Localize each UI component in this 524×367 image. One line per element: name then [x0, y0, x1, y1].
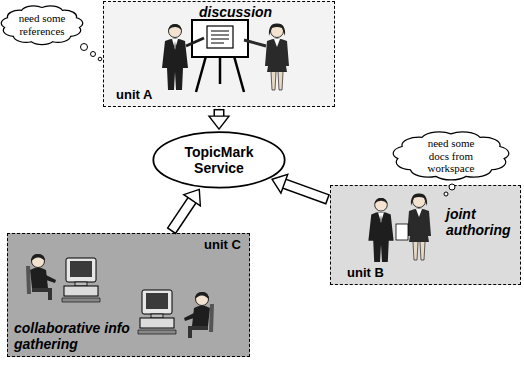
- pointer-arm: [244, 40, 266, 46]
- ellipse-path: [153, 132, 284, 187]
- text-holder: TopicMark Service: [152, 131, 286, 189]
- arrow-head: [209, 116, 229, 129]
- cloud-path: [393, 132, 509, 180]
- seated-man: [184, 292, 214, 338]
- easel-board: [192, 20, 248, 92]
- unit-label: unit B: [347, 266, 384, 281]
- arrow-body: [172, 199, 193, 231]
- thought-bubble: [81, 44, 88, 51]
- unit-box: unit C collaborative info gathering: [7, 233, 250, 357]
- text-holder: joint authoring: [446, 206, 516, 238]
- text-holder: unit A: [116, 88, 152, 103]
- activity-label: discussion: [199, 4, 272, 20]
- arrow-head: [272, 174, 288, 193]
- thought-bubble: [449, 184, 455, 190]
- text-holder: need some docs from workspace: [390, 127, 512, 184]
- thought-text: need some references: [11, 12, 73, 37]
- document: [396, 224, 408, 240]
- block-arrow: [171, 189, 200, 231]
- thought-bubble: [444, 192, 448, 196]
- text-holder: collaborative info gathering: [14, 320, 134, 352]
- block-arrow: [272, 174, 328, 199]
- thought-bubble: [98, 57, 102, 61]
- arrow-head: [184, 189, 201, 205]
- thought-bubble: [91, 52, 96, 57]
- unit-label: unit A: [116, 88, 152, 103]
- presenter-man: [162, 24, 188, 90]
- thought-cloud: need some references: [0, 2, 85, 48]
- activity-label: collaborative info gathering: [14, 320, 134, 352]
- text-holder: discussion: [199, 4, 272, 20]
- text-holder: unit B: [347, 266, 384, 281]
- seated-woman: [26, 254, 56, 300]
- service-ellipse: TopicMark Service: [152, 131, 286, 189]
- text-holder: need some references: [0, 2, 85, 48]
- block-arrow: [209, 109, 229, 129]
- arrow-body: [282, 183, 326, 199]
- computer: [62, 258, 100, 302]
- cloud-path: [1, 6, 82, 45]
- thought-cloud: need some docs from workspace: [390, 127, 512, 184]
- service-label: TopicMark Service: [171, 144, 267, 176]
- pointer-arm: [186, 38, 204, 46]
- author-woman: [407, 193, 431, 260]
- presenter-woman: [265, 23, 289, 90]
- unit-label: unit C: [204, 238, 241, 253]
- arrow-outline: [283, 183, 328, 199]
- activity-label: joint authoring: [446, 206, 516, 238]
- thought-text: need some docs from workspace: [420, 137, 482, 175]
- author-man: [368, 198, 393, 262]
- text-holder: unit C: [204, 238, 241, 253]
- computer: [138, 290, 176, 334]
- arrow-outline: [171, 199, 192, 231]
